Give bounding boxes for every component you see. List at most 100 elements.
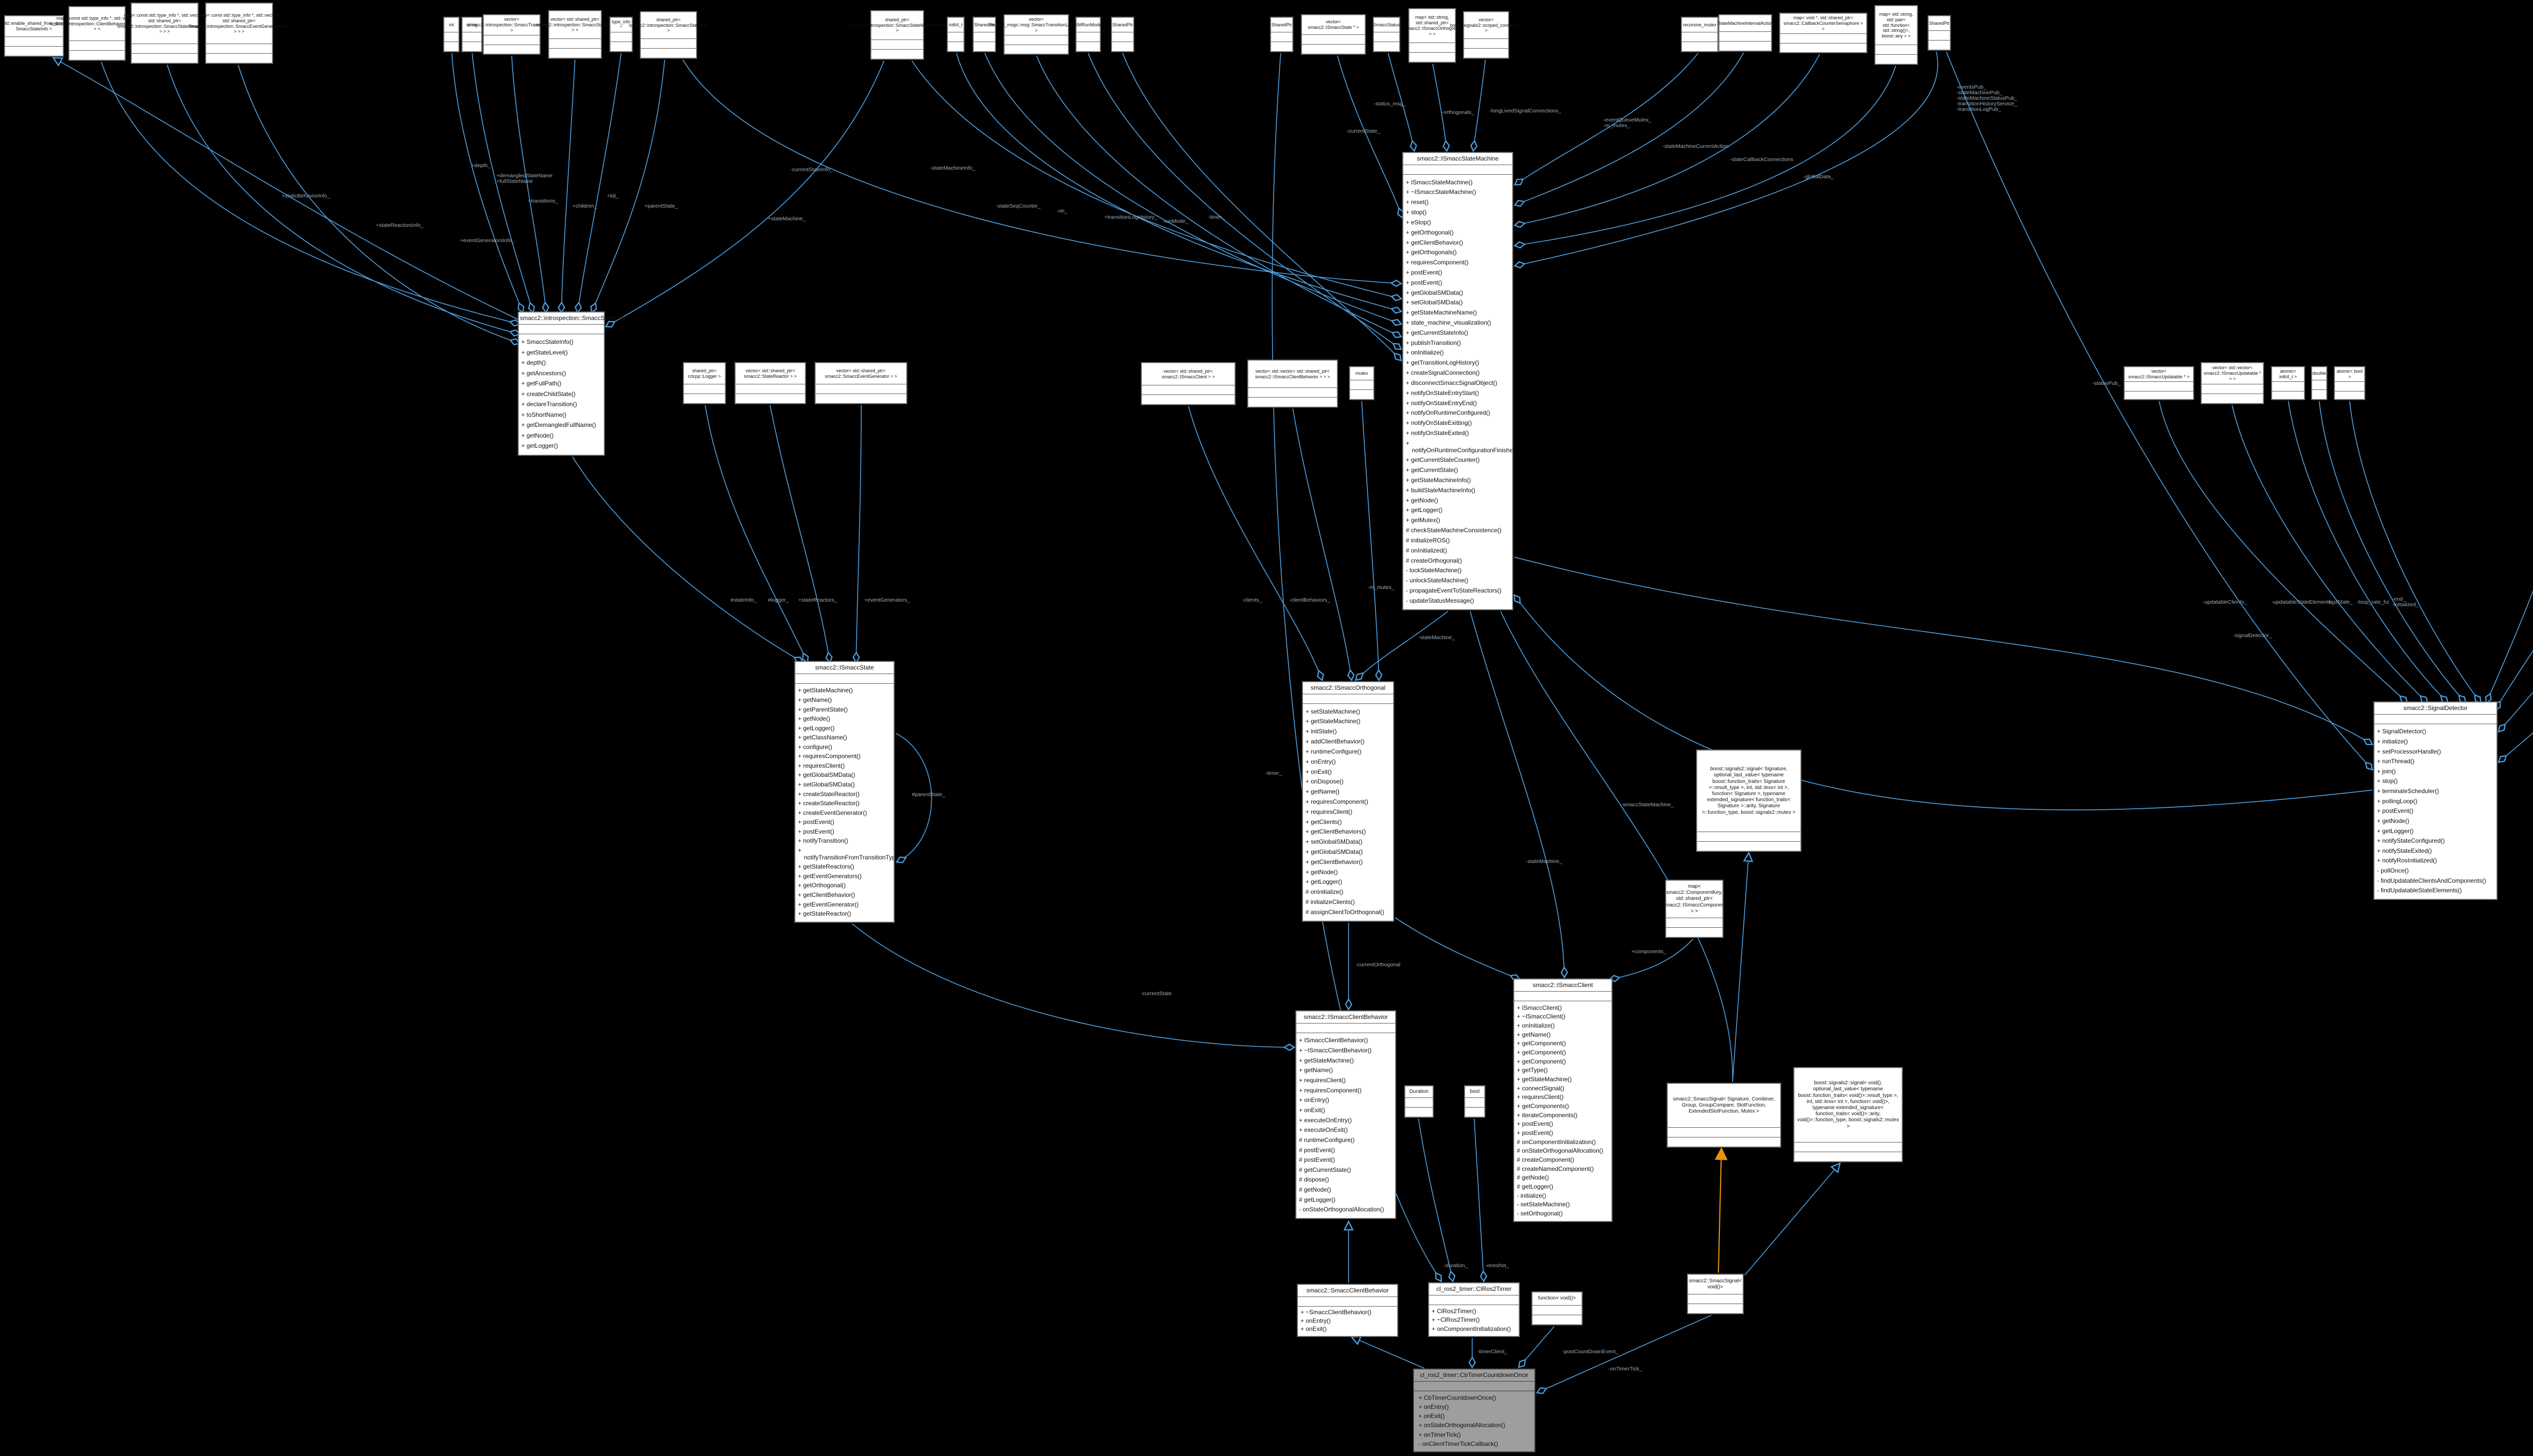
cls-cbtimercountdownonce[interactable]: cl_ros2_timer::CbTimerCountdownOnce+ CbT… <box>1413 1368 1536 1452</box>
t-smaccsignal-void[interactable]: smacc2::SmaccSignal< void()> <box>1687 1274 1744 1314</box>
t-vec-ismaccstate[interactable]: vector< smacc2::ISmaccState * > <box>1301 14 1366 55</box>
t-ptr-stateinfo-attributes <box>641 39 696 49</box>
cls-ismaccorthogonal[interactable]: smacc2::ISmaccOrthogonal+ setStateMachin… <box>1302 681 1394 922</box>
t-mutex-methods <box>1350 390 1373 399</box>
edge-label: -clientBehaviors_ <box>1289 597 1330 603</box>
t-sharedptr-3[interactable]: SharedPtr <box>1270 17 1293 52</box>
t-map-statereactorinfo[interactable]: map< const std::type_info *, std::vector… <box>117 3 212 64</box>
t-sharedptr-1-methods <box>974 42 995 51</box>
t-vec-clientbehaviors[interactable]: vector< std::vector< std::shared_ptr< sm… <box>1247 360 1338 408</box>
t-map-globaldata-title: map< std::string, std::pair< std::functi… <box>1875 6 1917 45</box>
t-atomic-int64[interactable]: atomic< int64_t > <box>2271 366 2305 400</box>
t-statemachineinternalaction[interactable]: StateMachineInternalAction <box>1717 14 1773 52</box>
t-ptr-statemachineinfo-methods <box>871 50 923 59</box>
edge-10 <box>53 58 522 322</box>
t-sharedptr-pubs[interactable]: SharedPtr <box>1928 15 1951 51</box>
cls-ismaccclient-title: smacc2::ISmaccClient <box>1514 979 1611 992</box>
t-smaccsignal-void-attributes <box>1688 1294 1743 1304</box>
t-function-void[interactable]: function< void()> <box>1531 1291 1583 1325</box>
t-map-eventgeneratorinfo[interactable]: map< const std::type_info *, std::vector… <box>189 3 289 64</box>
method: + postEvent() <box>1517 1129 1553 1136</box>
t-vec-transitionlog[interactable]: vector< smacc2_msgs::msg::SmaccTransitio… <box>989 14 1084 55</box>
cls-smaccstateinfo[interactable]: smacc2::introspection::SmaccStateInfo+ S… <box>518 311 625 456</box>
t-int64[interactable]: int64_t <box>947 17 965 52</box>
edge-label: -lastState_ <box>2327 599 2353 605</box>
t-vec-vec-updatable[interactable]: vector< std::vector< smacc2::ISmaccUpdat… <box>2201 362 2264 404</box>
t-vec-ismaccclient[interactable]: vector< std::shared_ptr< smacc2::ISmaccC… <box>1141 362 1236 405</box>
edge-transitions <box>511 55 546 312</box>
method: + onExit() <box>1299 1106 1325 1114</box>
t-bool-title: bool <box>1465 1086 1484 1098</box>
t-signal-void[interactable]: boost::signals2::signal< void(), optiona… <box>1793 1067 1903 1162</box>
t-map-components[interactable]: map< smacc2::ComponentKey, std::shared_p… <box>1663 880 1726 938</box>
t-duration[interactable]: Duration <box>1404 1085 1434 1118</box>
t-vec-scopedconn[interactable]: vector< boost::signals2::scoped_connecti… <box>1450 11 1522 59</box>
t-enable-shared[interactable]: std::enable_shared_from_this< SmaccState… <box>3 15 65 57</box>
t-map-callbacksemaphore[interactable]: map< void *, std::shared_ptr< smacc2::Ca… <box>1779 13 1867 53</box>
cls-ismaccclientbehavior[interactable]: smacc2::ISmaccClientBehavior+ ISmaccClie… <box>1295 1010 1396 1219</box>
edge-stateInfo <box>572 456 803 662</box>
t-double[interactable]: double <box>2311 366 2327 400</box>
t-atomic-bool[interactable]: atomic< bool > <box>2334 366 2365 400</box>
t-map-orthogonals[interactable]: map< std::string, std::shared_ptr< smacc… <box>1404 8 1460 63</box>
t-sharedptr-1[interactable]: SharedPtr <box>973 17 996 52</box>
cls-ismaccstate-methods: + getStateMachine()+ getName()+ getParen… <box>795 684 894 922</box>
t-map-orthogonals-attributes <box>1409 43 1455 53</box>
t-ptr-statemachineinfo[interactable]: shared_ptr< smacc2::introspection::Smacc… <box>849 10 945 60</box>
t-ptr-stateinfo[interactable]: shared_ptr< smacc2::introspection::Smacc… <box>629 11 708 59</box>
t-ptr-logger[interactable]: shared_ptr< rclcpp::Logger > <box>683 362 726 404</box>
t-bool[interactable]: bool <box>1464 1085 1485 1118</box>
method: + getEventGenerators() <box>798 872 862 880</box>
t-vec-clientbehaviors-methods <box>1248 398 1337 407</box>
cls-signaldetector[interactable]: smacc2::SignalDetector+ SignalDetector()… <box>2373 701 2498 900</box>
method: + getNode() <box>521 431 554 439</box>
t-vec-updatable[interactable]: vector< smacc2::ISmaccUpdatable * > <box>2124 366 2194 400</box>
edge-stateMachine <box>606 60 885 327</box>
t-vec-transitioninfo[interactable]: vector< smacc2::introspection::SmaccTran… <box>468 14 556 55</box>
t-int[interactable]: int <box>443 17 459 52</box>
edge-label: #parentState_ <box>912 792 945 798</box>
edge-clients <box>1188 406 1322 680</box>
cls-ismaccclient[interactable]: smacc2::ISmaccClient+ ISmaccClient()+ ~I… <box>1513 978 1613 1222</box>
t-vec-stateinfo[interactable]: vector< std::shared_ptr< smacc2::introsp… <box>535 10 615 59</box>
t-sharedptr-2[interactable]: SharedPtr <box>1111 17 1134 52</box>
t-vec-transitioninfo-title: vector< smacc2::introspection::SmaccTran… <box>468 15 556 35</box>
t-recursive-mutex[interactable]: recursive_mutex <box>1681 17 1718 52</box>
t-typeinfo[interactable]: type_info * <box>609 17 633 52</box>
t-sharedptr-2-attributes <box>1112 32 1133 42</box>
edge-64 <box>1500 611 1733 1082</box>
edge-label: -eventQueueMutex_-m_mutex_ <box>1603 117 1652 129</box>
t-vec-transitionlog-title: vector< smacc2_msgs::msg::SmaccTransitio… <box>989 15 1084 35</box>
method: - findUpdatableClientsAndComponents() <box>2377 877 2486 884</box>
method: + configure() <box>798 743 832 751</box>
t-vec-statereactor[interactable]: vector< std::shared_ptr< smacc2::StateRe… <box>735 362 806 404</box>
t-smaccstatus[interactable]: SmaccStatus <box>1373 17 1400 52</box>
method: + setStateMachine() <box>1306 707 1360 715</box>
method: + declareTransition() <box>521 401 577 408</box>
edge-eventGeneratorsInfo <box>238 64 520 343</box>
method: + getClients() <box>1306 818 1342 825</box>
t-vec-transitioninfo-attributes <box>484 35 540 45</box>
method: + ISmaccStateMachine() <box>1406 178 1473 186</box>
t-map-clientbehaviorinfo[interactable]: map< const std::type_info *, std::vector… <box>50 6 144 61</box>
edge-transitionLogHistory <box>1036 55 1401 337</box>
cls-ismaccstate[interactable]: smacc2::ISmaccState+ getStateMachine()+ … <box>794 661 895 923</box>
t-statemachineinternalaction-attributes <box>1719 32 1771 42</box>
cls-clros2timer[interactable]: cl_ros2_timer::ClRos2Timer+ ClRos2Timer(… <box>1428 1282 1520 1337</box>
t-smrunmode[interactable]: SMRunMode <box>1075 17 1101 52</box>
method: + getOrthogonal() <box>1406 228 1454 236</box>
t-string[interactable]: string <box>462 17 482 52</box>
method: + createStateReactor() <box>798 800 860 807</box>
t-ptr-logger-title: shared_ptr< rclcpp::Logger > <box>684 363 725 384</box>
t-vec-eventgenerator[interactable]: vector< std::shared_ptr< smacc2::SmaccEv… <box>815 362 907 404</box>
t-mutex[interactable]: mutex <box>1349 366 1374 400</box>
t-sharedptr-1-title: SharedPtr <box>974 18 995 32</box>
edge-logger <box>705 405 808 662</box>
t-map-globaldata[interactable]: map< std::string, std::pair< std::functi… <box>1874 5 1918 65</box>
cls-ismaccstatemachine[interactable]: smacc2::ISmaccStateMachine+ ISmaccStateM… <box>1402 152 1513 610</box>
method: + postEvent() <box>798 818 834 826</box>
t-signal-signature[interactable]: boost::signals2::signal< Signature, opti… <box>1696 750 1801 852</box>
cls-smaccclientbehavior[interactable]: smacc2::SmaccClientBehavior+ ~SmaccClien… <box>1297 1284 1398 1337</box>
t-smaccsignal-template[interactable]: smacc2::SmaccSignal< Signature, Combiner… <box>1667 1083 1781 1148</box>
edge-label: -smaccStateMachine_ <box>1621 802 1674 808</box>
